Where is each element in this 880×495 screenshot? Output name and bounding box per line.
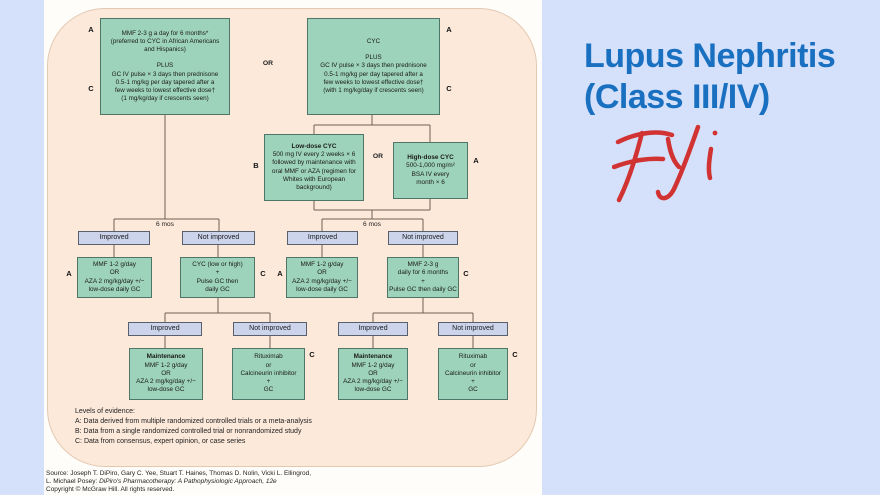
- box-mmf-aza-right-text: MMF 1-2 g/day OR AZA 2 mg/kg/day +/− low…: [292, 260, 352, 293]
- box-low-dose-cyc: Low-dose CYC 500 mg IV every 2 weeks × 6…: [264, 134, 364, 201]
- evidence-letter: C: [463, 269, 469, 278]
- evidence-letter: A: [66, 269, 72, 278]
- box-mmf-aza-left: MMF 1-2 g/day OR AZA 2 mg/kg/day +/− low…: [77, 257, 152, 298]
- box-maintenance-left: Maintenance MMF 1-2 g/day OR AZA 2 mg/kg…: [129, 348, 203, 400]
- status-not-improved-2-text: Not improved: [402, 234, 444, 242]
- status-improved-4-text: Improved: [358, 325, 388, 333]
- source-line2-prefix: L. Michael Posey:: [46, 478, 100, 486]
- page-title: Lupus Nephritis (Class III/IV): [584, 37, 836, 116]
- status-improved-4: Improved: [338, 322, 408, 336]
- or-label-top: OR: [262, 60, 274, 67]
- evidence-letter: C: [88, 84, 94, 93]
- box-high-dose-cyc-heading: High-dose CYC: [407, 153, 454, 161]
- box-cyc-induction: CYC PLUS GC IV pulse × 3 days then predn…: [307, 18, 440, 115]
- box-maintenance-right: Maintenance MMF 1-2 g/day OR AZA 2 mg/kg…: [338, 348, 408, 400]
- status-improved-3: Improved: [128, 322, 202, 336]
- evidence-letter: B: [253, 161, 259, 170]
- box-mmf-aza-left-text: MMF 1-2 g/day OR AZA 2 mg/kg/day +/− low…: [84, 260, 145, 293]
- levels-of-evidence: Levels of evidence: A: Data derived from…: [75, 408, 312, 446]
- status-not-improved-3: Not improved: [233, 322, 307, 336]
- box-cyc-induction-text: CYC PLUS GC IV pulse × 3 days then predn…: [320, 37, 427, 94]
- evidence-letter: A: [277, 269, 283, 278]
- box-mmf-aza-right: MMF 1-2 g/day OR AZA 2 mg/kg/day +/− low…: [286, 257, 358, 298]
- status-not-improved-4-text: Not improved: [452, 325, 494, 333]
- evidence-letter: C: [512, 350, 518, 359]
- box-maintenance-right-text: MMF 1-2 g/day OR AZA 2 mg/kg/day +/− low…: [343, 361, 403, 394]
- box-high-dose-cyc-text: 500-1,000 mg/m² BSA IV every month × 6: [406, 162, 455, 186]
- evidence-letter: A: [88, 25, 94, 34]
- status-improved-1: Improved: [78, 231, 150, 245]
- box-cyc-low-or-high: CYC (low or high) + Pulse GC then daily …: [180, 257, 255, 298]
- or-label-mid: OR: [372, 153, 384, 160]
- status-not-improved-3-text: Not improved: [249, 325, 291, 333]
- source-line1: Source: Joseph T. DiPiro, Gary C. Yee, S…: [46, 470, 312, 477]
- evidence-letter: C: [309, 350, 315, 359]
- box-rituximab-right-text: Rituximab or Calcineurin inhibitor + GC: [444, 353, 502, 394]
- box-low-dose-cyc-text: 500 mg IV every 2 weeks × 6 followed by …: [271, 150, 357, 192]
- box-maintenance-right-heading: Maintenance: [353, 353, 393, 361]
- status-not-improved-1: Not improved: [182, 231, 255, 245]
- status-improved-2: Improved: [287, 231, 358, 245]
- status-not-improved-2: Not improved: [388, 231, 458, 245]
- evidence-letter: A: [473, 156, 479, 165]
- source-line2-book-title: DiPiro's Pharmacotherapy: A Pathophysiol…: [99, 478, 277, 486]
- box-mmf-6-months-text: MMF 2-3 g daily for 6 months + Pulse GC …: [389, 260, 457, 293]
- status-improved-1-text: Improved: [99, 234, 129, 242]
- status-not-improved-4: Not improved: [438, 322, 508, 336]
- evidence-letter: C: [260, 269, 266, 278]
- status-improved-3-text: Improved: [150, 325, 180, 333]
- box-low-dose-cyc-heading: Low-dose CYC: [291, 142, 337, 150]
- box-rituximab-left-text: Rituximab or Calcineurin inhibitor + GC: [240, 353, 297, 394]
- evidence-letter: A: [446, 25, 452, 34]
- box-mmf-induction-text: MMF 2-3 g a day for 6 months* (preferred…: [110, 29, 220, 103]
- source-attribution: Source: Joseph T. DiPiro, Gary C. Yee, S…: [46, 470, 311, 494]
- box-rituximab-left: Rituximab or Calcineurin inhibitor + GC: [232, 348, 305, 400]
- box-mmf-induction: MMF 2-3 g a day for 6 months* (preferred…: [100, 18, 230, 115]
- box-maintenance-left-text: MMF 1-2 g/day OR AZA 2 mg/kg/day +/− low…: [136, 361, 196, 394]
- box-maintenance-left-heading: Maintenance: [146, 353, 186, 361]
- status-not-improved-1-text: Not improved: [197, 234, 240, 242]
- six-months-label-left: 6 mos: [156, 221, 174, 228]
- status-improved-2-text: Improved: [307, 234, 338, 242]
- source-line3: Copyright © McGraw Hill. All rights rese…: [46, 486, 175, 494]
- box-rituximab-right: Rituximab or Calcineurin inhibitor + GC: [438, 348, 508, 400]
- box-mmf-6-months: MMF 2-3 g daily for 6 months + Pulse GC …: [387, 257, 459, 298]
- six-months-label-right: 6 mos: [363, 221, 381, 228]
- box-high-dose-cyc: High-dose CYC 500-1,000 mg/m² BSA IV eve…: [393, 142, 468, 199]
- fyi-handwritten-annotation: [612, 124, 718, 203]
- box-cyc-low-or-high-text: CYC (low or high) + Pulse GC then daily …: [192, 260, 243, 293]
- evidence-letter: C: [446, 84, 452, 93]
